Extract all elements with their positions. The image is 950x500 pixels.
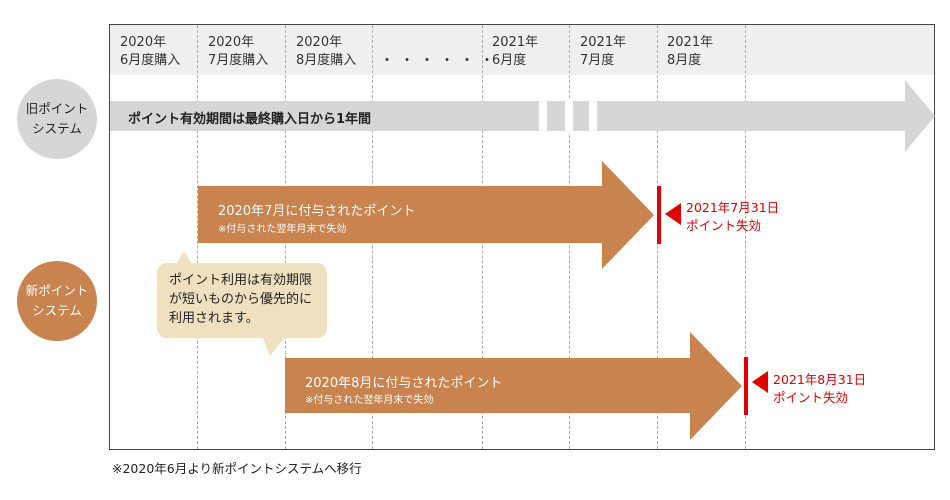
bar-break xyxy=(539,99,547,133)
expiry-text-august: 2021年8月31日 ポイント失効 xyxy=(773,372,867,405)
header-col-2021-07: 2021年 7月度 xyxy=(580,35,627,68)
timeline-header xyxy=(110,25,934,75)
old-system-bar-text: ポイント有効期間は最終購入日から1年間 xyxy=(128,112,372,127)
new-system-label: 新ポイント システム xyxy=(17,261,97,341)
timeline-frame xyxy=(109,24,935,450)
expiry-text-july: 2021年7月31日 ポイント失効 xyxy=(686,200,780,233)
points-arrow-august-note: ※付与された翌年月末で失効 xyxy=(305,395,434,406)
expiry-marker-august xyxy=(744,357,748,415)
points-arrow-july-head xyxy=(602,161,654,269)
header-col-2021-08: 2021年 8月度 xyxy=(667,35,714,68)
points-arrow-august-title: 2020年8月に付与されたポイント xyxy=(305,376,503,391)
bubble-tail xyxy=(262,336,286,356)
header-col-2021-06: 2021年 6月度 xyxy=(492,35,539,68)
header-ellipsis: ・・・・・・ xyxy=(380,53,500,69)
points-arrow-august xyxy=(285,358,690,413)
priority-note-text: ポイント利用は有効期限 が短いものから優先的に 利用されます。 xyxy=(169,273,313,326)
bubble-tail xyxy=(176,251,192,264)
old-system-label: 旧ポイント システム xyxy=(17,79,97,159)
header-col-2020-08: 2020年 8月度購入 xyxy=(296,35,357,68)
old-system-arrowhead xyxy=(905,80,935,152)
expiry-marker-july xyxy=(657,186,661,244)
gridline xyxy=(197,25,198,449)
points-arrow-july-note: ※付与された翌年月末で失効 xyxy=(218,224,347,235)
header-col-2020-06: 2020年 6月度購入 xyxy=(120,35,181,68)
points-arrow-august-head xyxy=(690,332,742,440)
bar-break xyxy=(565,99,573,133)
priority-note-bubble xyxy=(157,263,327,338)
bar-break xyxy=(589,99,597,133)
expiry-pointer-august-icon xyxy=(752,371,768,393)
points-arrow-july xyxy=(198,186,602,243)
migration-footnote: ※2020年6月より新ポイントシステムへ移行 xyxy=(112,461,362,476)
points-arrow-july-title: 2020年7月に付与されたポイント xyxy=(218,204,416,219)
old-system-bar xyxy=(110,101,905,131)
gridline xyxy=(745,25,746,449)
expiry-pointer-july-icon xyxy=(665,203,681,225)
header-col-2020-07: 2020年 7月度購入 xyxy=(208,35,269,68)
